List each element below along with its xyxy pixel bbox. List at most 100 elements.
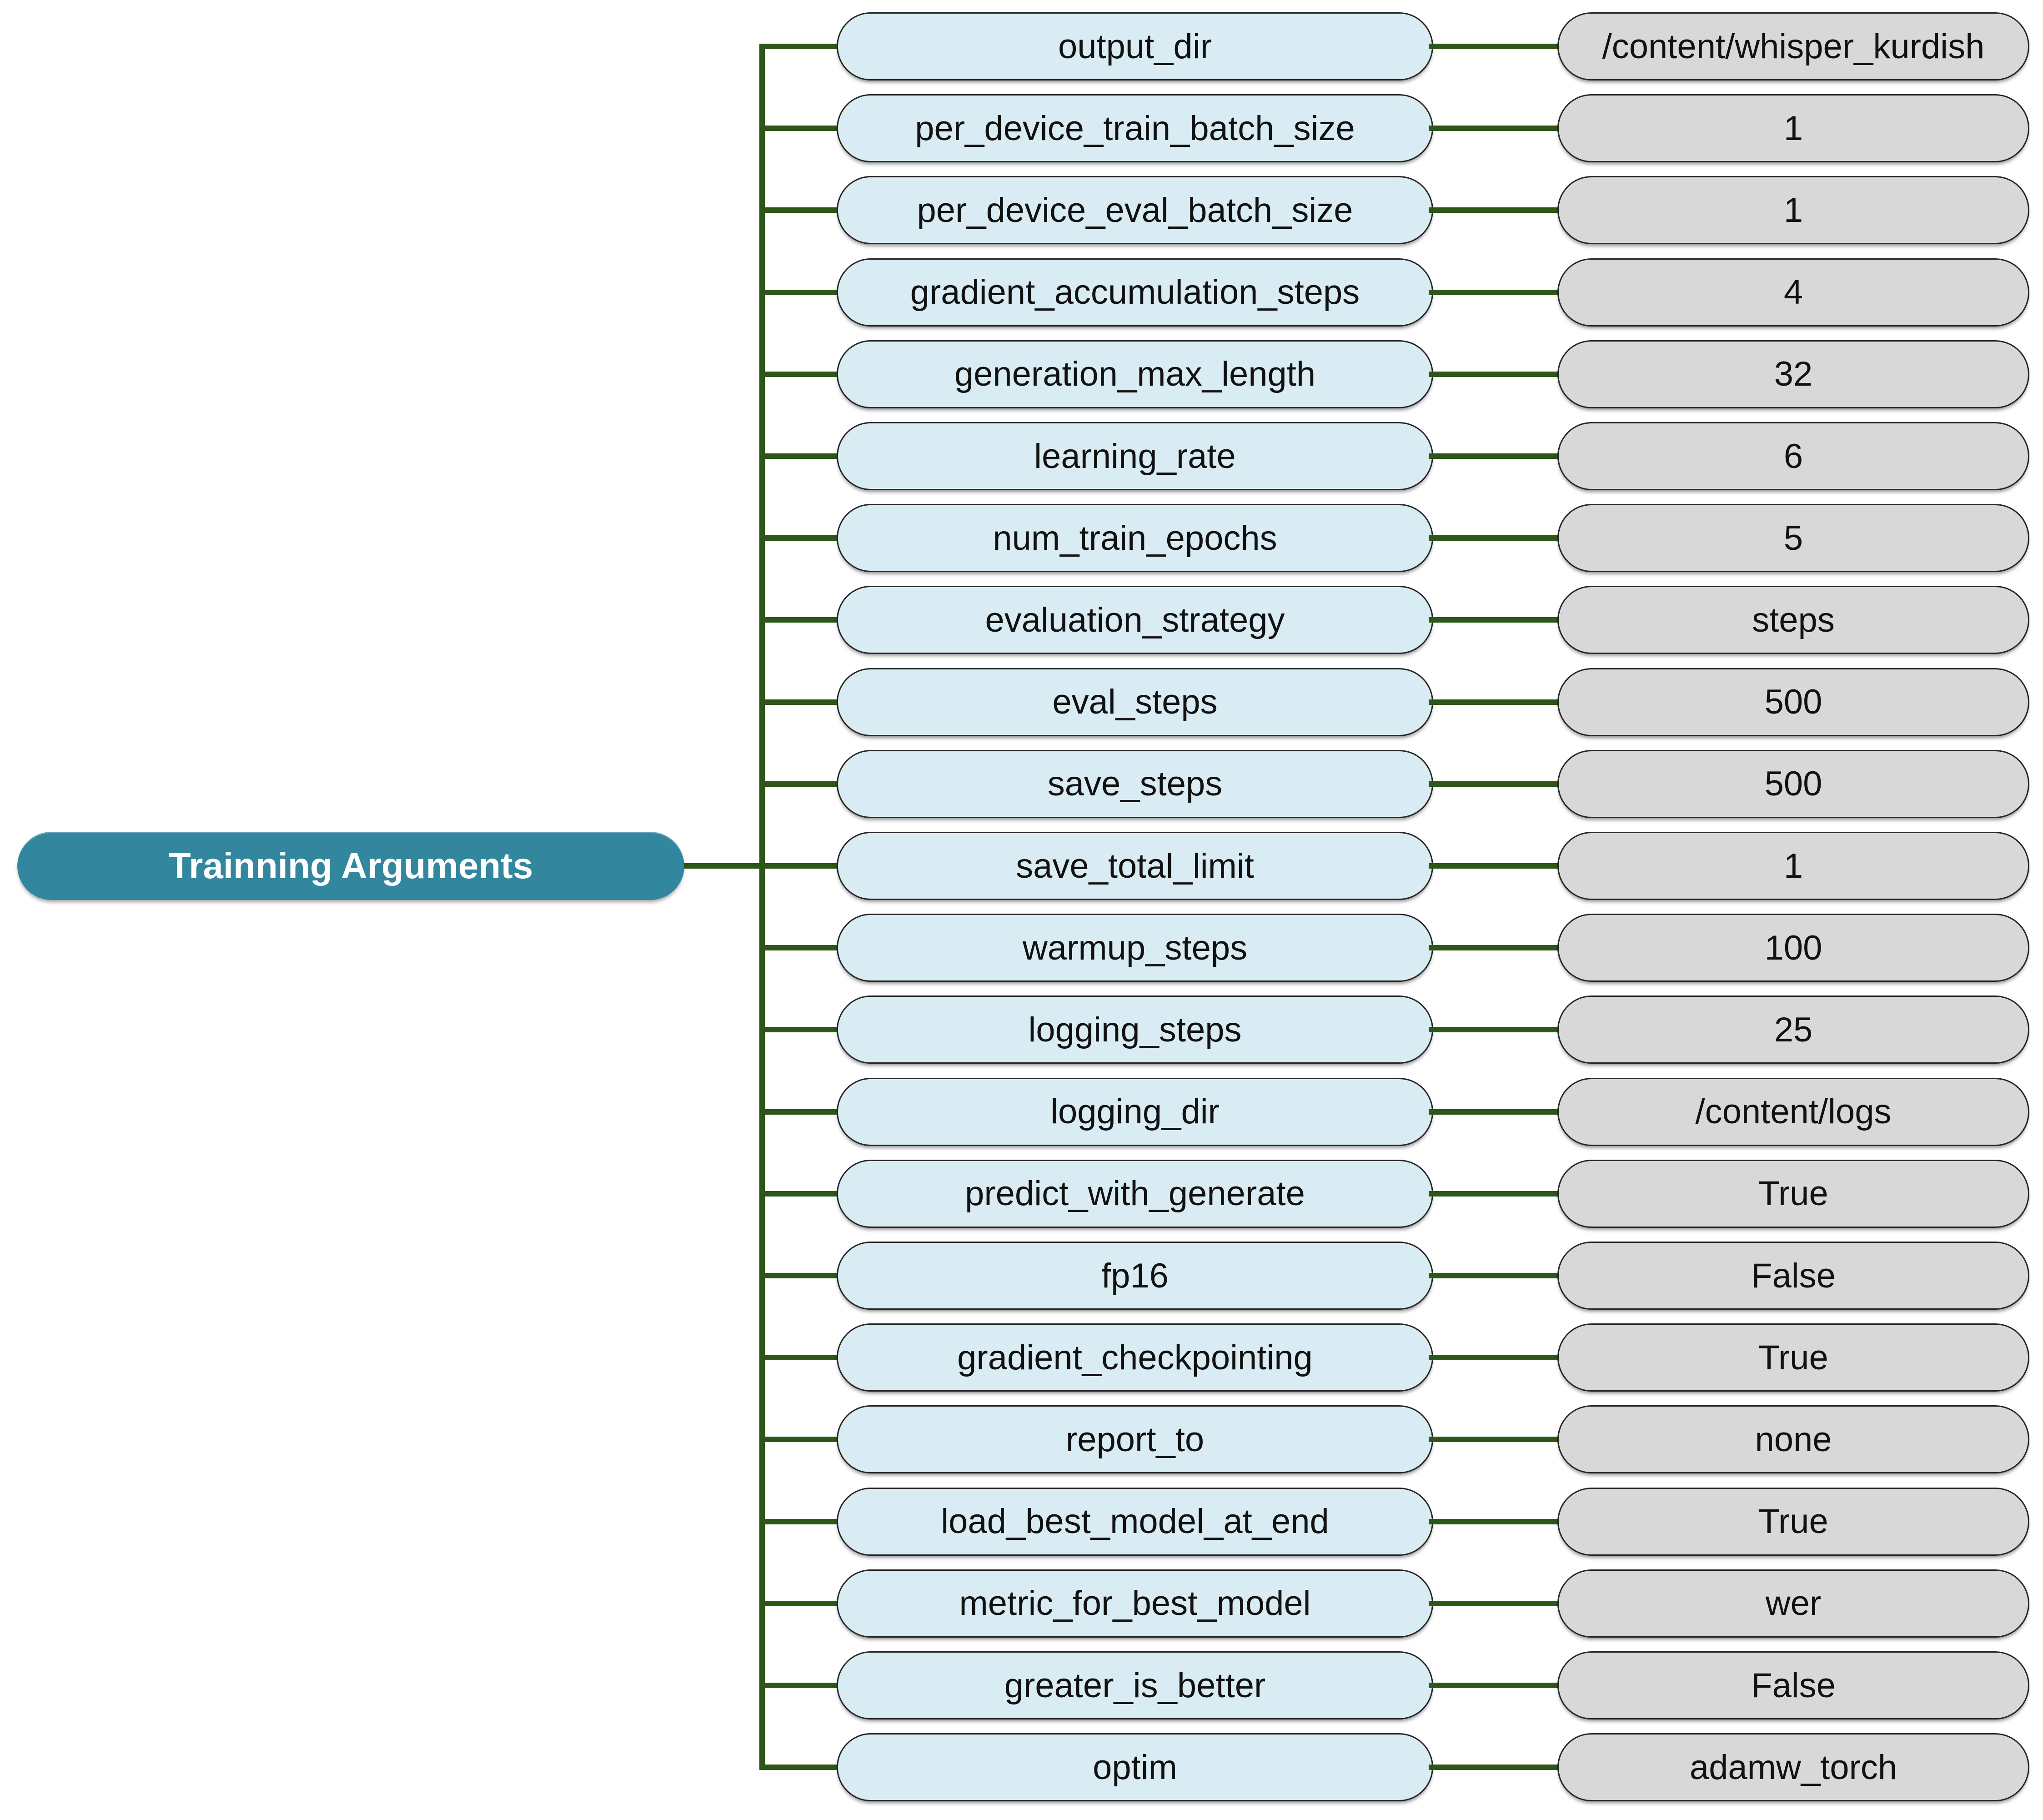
value-label: none	[1755, 1420, 1832, 1459]
value-label: 1	[1783, 109, 1803, 148]
param-to-value-connector	[1429, 44, 1561, 49]
param-to-value-connector	[1429, 1518, 1561, 1524]
value-label: 6	[1783, 437, 1803, 476]
param-to-value-connector	[1429, 289, 1561, 295]
param-node: evaluation_strategy	[837, 586, 1433, 654]
trunk-to-param-connector	[759, 945, 841, 951]
value-node: /content/logs	[1557, 1077, 2029, 1146]
value-label: 500	[1764, 683, 1822, 722]
argument-row: warmup_steps 100	[0, 914, 2043, 982]
trunk-to-param-connector	[759, 453, 841, 459]
param-label: logging_dir	[1050, 1092, 1220, 1131]
value-node: 4	[1557, 258, 2029, 327]
param-label: per_device_eval_batch_size	[917, 191, 1353, 230]
param-to-value-connector	[1429, 207, 1561, 213]
trunk-to-param-connector	[759, 1765, 841, 1770]
param-label: load_best_model_at_end	[941, 1502, 1329, 1541]
trunk-to-param-connector	[759, 863, 841, 869]
param-to-value-connector	[1429, 535, 1561, 541]
param-to-value-connector	[1429, 863, 1561, 869]
param-node: gradient_checkpointing	[837, 1323, 1433, 1392]
trunk-to-param-connector	[759, 535, 841, 541]
param-label: warmup_steps	[1022, 928, 1248, 967]
param-to-value-connector	[1429, 699, 1561, 705]
argument-row: gradient_checkpointing True	[0, 1323, 2043, 1392]
value-label: 100	[1764, 928, 1822, 967]
value-node: 1	[1557, 176, 2029, 245]
argument-row: gradient_accumulation_steps 4	[0, 258, 2043, 327]
param-label: generation_max_length	[954, 355, 1316, 394]
value-node: 500	[1557, 749, 2029, 818]
root-to-trunk-connector	[680, 863, 766, 869]
param-to-value-connector	[1429, 1437, 1561, 1443]
trunk-to-param-connector	[759, 1273, 841, 1278]
argument-row: logging_dir /content/logs	[0, 1077, 2043, 1146]
argument-row: eval_steps 500	[0, 668, 2043, 736]
argument-row: generation_max_length 32	[0, 340, 2043, 408]
value-node: adamw_torch	[1557, 1733, 2029, 1802]
param-to-value-connector	[1429, 617, 1561, 623]
param-to-value-connector	[1429, 1027, 1561, 1033]
trunk-to-param-connector	[759, 1600, 841, 1606]
trunk-to-param-connector	[759, 1355, 841, 1361]
param-label: gradient_checkpointing	[957, 1338, 1313, 1377]
param-node: warmup_steps	[837, 914, 1433, 982]
param-node: output_dir	[837, 12, 1433, 80]
param-node: learning_rate	[837, 422, 1433, 490]
value-node: 32	[1557, 340, 2029, 408]
argument-row: load_best_model_at_end True	[0, 1487, 2043, 1556]
param-label: metric_for_best_model	[959, 1584, 1311, 1623]
param-node: greater_is_better	[837, 1651, 1433, 1719]
param-label: logging_steps	[1028, 1010, 1242, 1049]
param-label: optim	[1093, 1748, 1177, 1787]
value-label: False	[1751, 1256, 1836, 1295]
argument-row: fp16 False	[0, 1242, 2043, 1310]
value-label: steps	[1752, 600, 1835, 639]
argument-row: output_dir /content/whisper_kurdish	[0, 12, 2043, 80]
trunk-to-param-connector	[759, 1683, 841, 1688]
value-node: False	[1557, 1651, 2029, 1719]
param-node: num_train_epochs	[837, 504, 1433, 573]
param-to-value-connector	[1429, 1355, 1561, 1361]
param-label: greater_is_better	[1004, 1666, 1266, 1705]
argument-row: predict_with_generate True	[0, 1159, 2043, 1228]
param-to-value-connector	[1429, 126, 1561, 131]
value-label: True	[1758, 1502, 1828, 1541]
trunk-to-param-connector	[759, 1191, 841, 1197]
root-node: Trainning Arguments	[17, 832, 684, 900]
trunk-to-param-connector	[759, 371, 841, 377]
param-node: per_device_train_batch_size	[837, 94, 1433, 163]
value-label: True	[1758, 1338, 1828, 1377]
trunk-to-param-connector	[759, 1518, 841, 1524]
value-node: wer	[1557, 1569, 2029, 1638]
argument-row: evaluation_strategy steps	[0, 586, 2043, 654]
value-node: 1	[1557, 832, 2029, 900]
value-node: 1	[1557, 94, 2029, 163]
param-label: evaluation_strategy	[985, 600, 1285, 639]
param-to-value-connector	[1429, 371, 1561, 377]
trunk-to-param-connector	[759, 699, 841, 705]
value-label: 1	[1783, 191, 1803, 230]
value-node: True	[1557, 1487, 2029, 1556]
value-node: steps	[1557, 586, 2029, 654]
param-node: gradient_accumulation_steps	[837, 258, 1433, 327]
argument-row: report_to none	[0, 1405, 2043, 1474]
value-label: /content/whisper_kurdish	[1602, 27, 1985, 66]
argument-row: logging_steps 25	[0, 995, 2043, 1064]
value-node: 100	[1557, 914, 2029, 982]
param-to-value-connector	[1429, 453, 1561, 459]
value-node: True	[1557, 1323, 2029, 1392]
argument-row: greater_is_better False	[0, 1651, 2043, 1719]
param-node: logging_dir	[837, 1077, 1433, 1146]
trunk-to-param-connector	[759, 44, 841, 49]
param-to-value-connector	[1429, 1273, 1561, 1278]
trunk-to-param-connector	[759, 126, 841, 131]
param-label: predict_with_generate	[965, 1174, 1305, 1213]
trunk-to-param-connector	[759, 617, 841, 623]
value-node: /content/whisper_kurdish	[1557, 12, 2029, 80]
param-to-value-connector	[1429, 1600, 1561, 1606]
param-label: learning_rate	[1034, 437, 1236, 476]
param-label: gradient_accumulation_steps	[910, 273, 1360, 312]
param-to-value-connector	[1429, 1109, 1561, 1115]
